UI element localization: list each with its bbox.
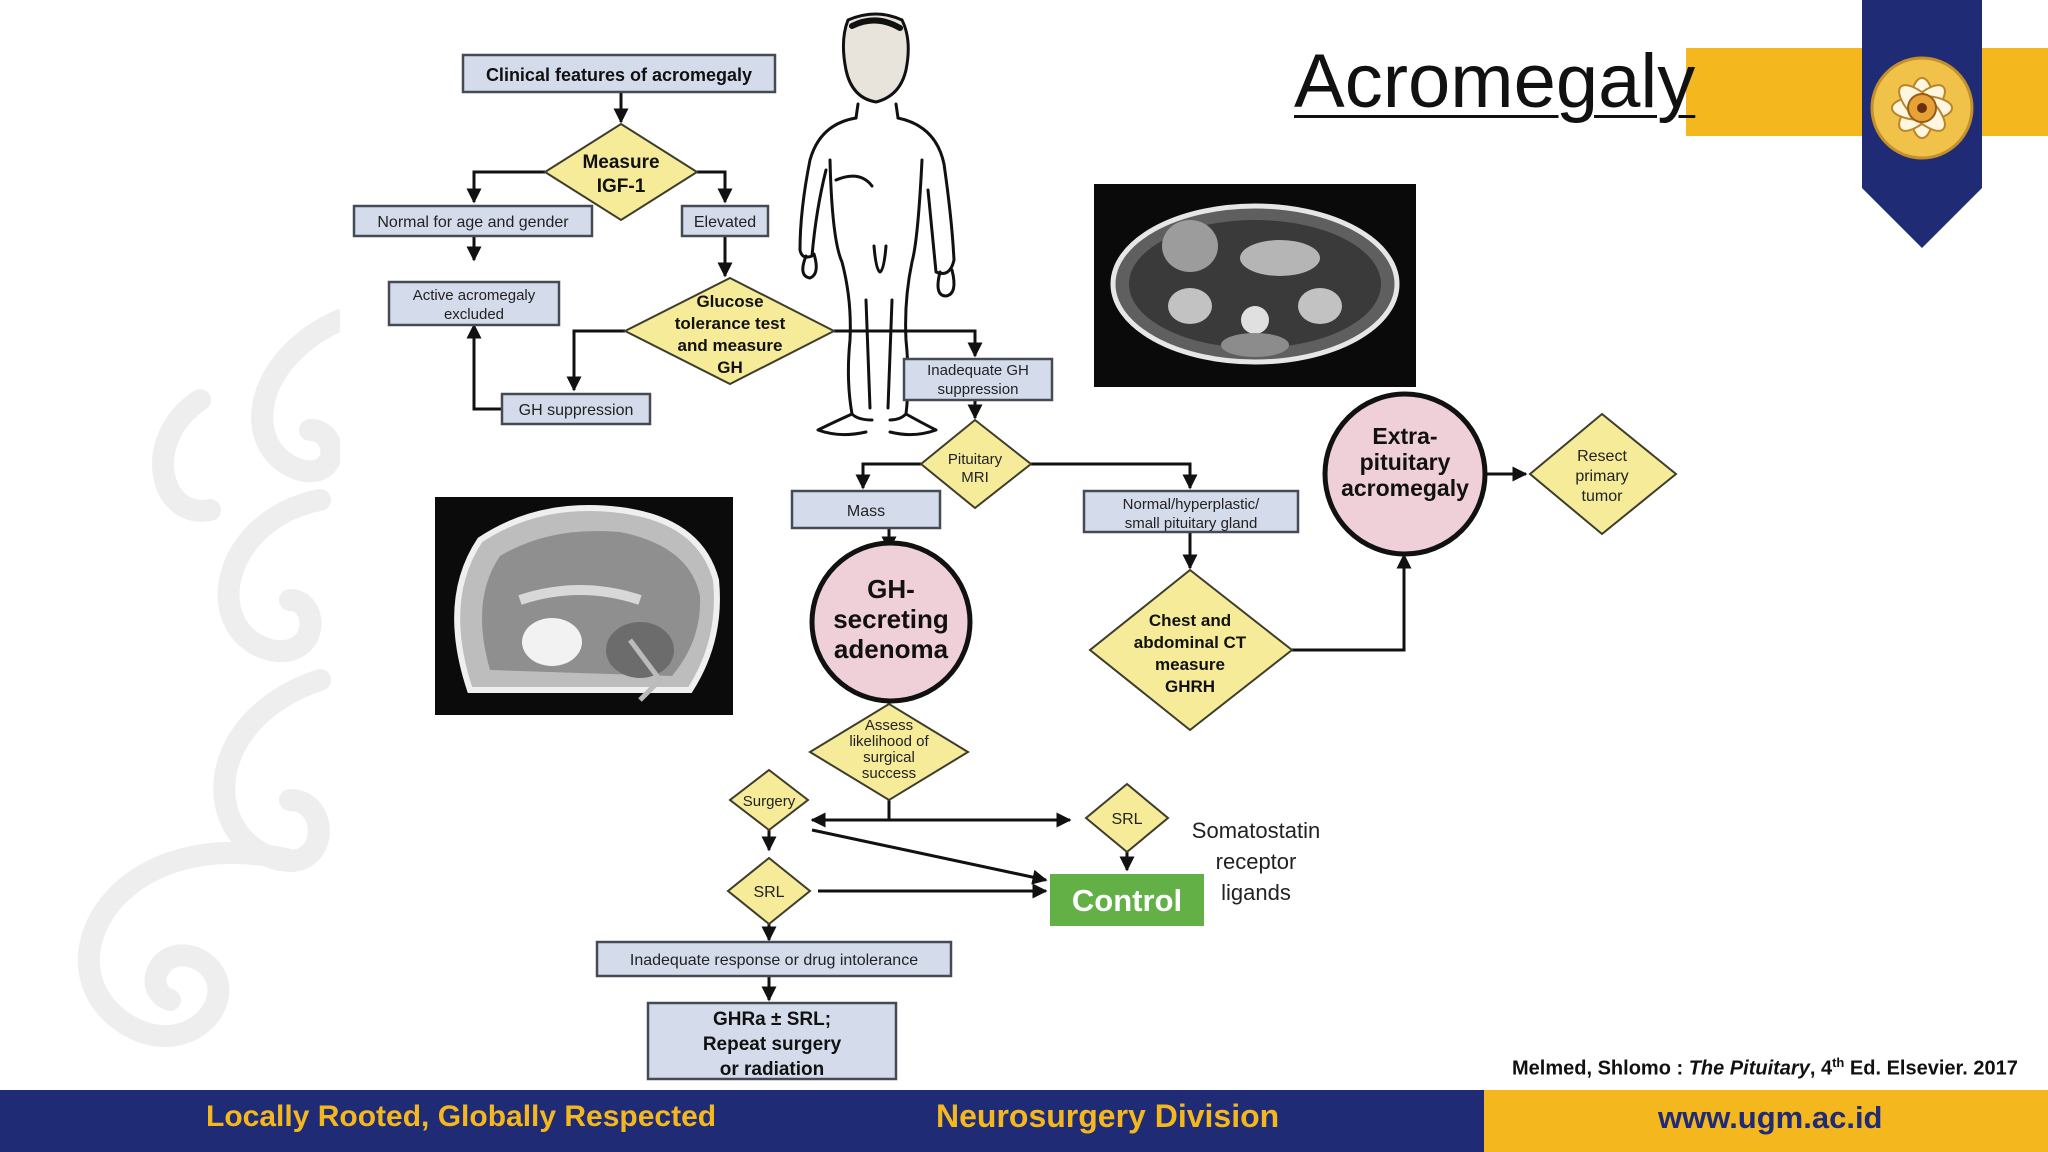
svg-text:Extra-: Extra- [1372,423,1437,449]
svg-text:tolerance test: tolerance test [675,314,786,333]
svg-text:Pituitary: Pituitary [948,451,1003,468]
svg-text:suppression: suppression [938,381,1019,398]
footer-tagline: Locally Rooted, Globally Respected [206,1100,717,1133]
svg-text:Inadequate GH: Inadequate GH [927,362,1029,379]
footer-gold-bar [1484,1090,2048,1152]
svg-text:MRI: MRI [961,469,989,486]
abdominal-ct-scan-image [1094,184,1416,387]
node-surgery: Surgery [728,768,810,832]
svg-text:Somatostatin: Somatostatin [1192,818,1320,843]
acromegaly-patient-figure-icon [798,12,956,437]
node-normal-age-gender: Normal for age and gender [352,204,594,238]
svg-text:Repeat surgery: Repeat surgery [703,1034,842,1055]
svg-text:Normal/hyperplastic/: Normal/hyperplastic/ [1123,496,1261,513]
svg-text:measure: measure [1155,655,1225,674]
node-gh-suppression: GH suppression [500,392,652,426]
svg-text:Measure: Measure [582,152,659,173]
node-srl-left: SRL [726,856,812,926]
footer-url-link[interactable]: www.ugm.ac.id [1658,1100,1883,1135]
swirl-decoration [77,309,340,1047]
somatostatin-annotation: Somatostatin receptor ligands [1192,818,1320,905]
svg-text:GHRH: GHRH [1165,677,1215,696]
svg-text:or radiation: or radiation [720,1059,825,1080]
svg-text:Elevated: Elevated [694,214,756,231]
svg-text:surgical: surgical [863,749,915,766]
node-extra-pituitary: Extra- pituitary acromegaly [1322,391,1488,557]
svg-text:Inadequate response or drug in: Inadequate response or drug intolerance [630,952,918,969]
university-emblem-ribbon [1862,0,1982,248]
node-resect-tumor: Resect primary tumor [1528,412,1678,536]
svg-text:likelihood of: likelihood of [849,733,929,750]
svg-text:adenoma: adenoma [834,634,949,664]
svg-text:ligands: ligands [1221,880,1291,905]
node-glucose-test: Glucose tolerance test and measure GH [622,276,837,386]
node-mass: Mass [790,489,942,530]
svg-text:Active acromegaly: Active acromegaly [413,287,536,304]
svg-text:IGF-1: IGF-1 [597,176,646,197]
node-pituitary-mri: Pituitary MRI [919,418,1033,510]
svg-text:acromegaly: acromegaly [1341,475,1469,501]
svg-text:tumor: tumor [1582,488,1624,505]
svg-text:Assess: Assess [865,717,913,734]
node-active-excluded: Active acromegaly excluded [387,280,561,327]
brain-mri-image [435,497,733,715]
emblem-icon [1870,56,1974,160]
svg-text:Normal for age and gender: Normal for age and gender [377,214,569,231]
svg-text:Chest and: Chest and [1149,611,1231,630]
svg-text:primary: primary [1575,468,1628,485]
svg-text:success: success [862,765,916,782]
svg-text:small pituitary gland: small pituitary gland [1125,515,1258,532]
svg-text:Glucose: Glucose [696,292,763,311]
node-normal-hyperplastic: Normal/hyperplastic/ small pituitary gla… [1082,489,1300,534]
footer-navy-bar [0,1090,1484,1152]
svg-text:abdominal CT: abdominal CT [1134,633,1247,652]
node-elevated: Elevated [680,204,770,238]
control-label: Control [1072,883,1182,918]
footer-division: Neurosurgery Division [936,1098,1280,1134]
node-inadequate-gh: Inadequate GH suppression [902,357,1054,402]
node-gh-secreting-adenoma: GH- secreting adenoma [809,540,973,704]
page-title: Acromegaly [1294,39,1696,124]
flowchart-connectors [466,92,1528,1002]
svg-text:Mass: Mass [847,503,885,520]
node-assess-likelihood: Assess likelihood of surgical success [808,702,970,802]
svg-text:excluded: excluded [444,306,504,323]
node-srl-right: SRL [1084,782,1170,854]
node-inadequate-response: Inadequate response or drug intolerance [595,940,953,978]
node-ghra: GHRa ± SRL; Repeat surgery or radiation [646,1001,898,1081]
svg-text:GH-: GH- [867,574,915,604]
clinical-features-label: Clinical features of acromegaly [486,65,752,85]
svg-text:SRL: SRL [753,884,784,901]
node-chest-ct: Chest and abdominal CT measure GHRH [1088,568,1294,732]
svg-text:GH: GH [717,358,743,377]
svg-text:Surgery: Surgery [743,793,796,810]
svg-text:GHRa ± SRL;: GHRa ± SRL; [713,1009,831,1030]
node-control: Control [1050,874,1204,926]
svg-text:secreting: secreting [833,604,949,634]
svg-text:Resect: Resect [1577,448,1627,465]
citation: Melmed, Shlomo : The Pituitary, 4th Ed. … [1512,1055,2018,1080]
svg-text:and measure: and measure [678,336,783,355]
svg-text:receptor: receptor [1216,849,1297,874]
node-clinical-features: Clinical features of acromegaly [461,53,777,94]
svg-text:pituitary: pituitary [1360,449,1451,475]
node-measure-igf1: Measure IGF-1 [543,122,699,222]
svg-text:GH suppression: GH suppression [519,402,634,419]
svg-text:SRL: SRL [1111,811,1142,828]
